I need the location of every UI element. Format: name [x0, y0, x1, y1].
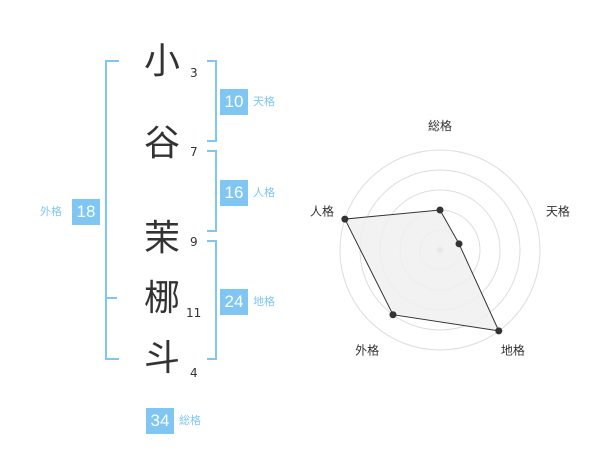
chikaku-value-badge: 24: [220, 289, 248, 315]
stroke-count-5: 4: [190, 366, 198, 380]
name-char-3: 茉: [143, 218, 180, 259]
tenkaku-label: 天格: [253, 95, 275, 108]
radar-point-5: [341, 215, 349, 223]
gaikaku-value-badge: 18: [72, 199, 100, 225]
chikaku-bracket: [207, 240, 217, 360]
stroke-count-3: 9: [190, 235, 198, 249]
radar-grid-ring-5: [339, 149, 541, 351]
radar-axis-label-4: 外格: [355, 342, 379, 357]
radar-data-polygon: [344, 209, 500, 332]
name-char-1: 小: [143, 41, 180, 82]
radar-axis-label-2: 天格: [546, 204, 570, 219]
name-char-4: 梛: [143, 278, 180, 319]
gaikaku-bracket: [105, 60, 119, 360]
tenkaku-bracket: [207, 60, 217, 142]
radar-point-3: [495, 327, 503, 335]
radar-point-2: [455, 240, 463, 248]
stroke-count-2: 7: [190, 145, 198, 159]
radar-point-1: [436, 206, 444, 214]
radar-axis-label-1: 総格: [428, 118, 452, 133]
stroke-count-1: 3: [190, 66, 198, 80]
name-char-2: 谷: [143, 123, 180, 164]
radar-axis-label-3: 地格: [501, 342, 525, 357]
chikaku-label: 地格: [253, 295, 275, 308]
radar-axis-label-5: 人格: [310, 204, 334, 219]
tenkaku-value-badge: 10: [220, 89, 248, 115]
stroke-count-4: 11: [186, 306, 202, 320]
soukaku-label: 総格: [179, 414, 201, 427]
name-char-5: 斗: [143, 338, 180, 379]
gaikaku-bracket-tick: [105, 297, 117, 299]
gaikaku-label: 外格: [40, 205, 62, 218]
soukaku-value-badge: 34: [146, 408, 174, 434]
jinkaku-value-badge: 16: [220, 180, 248, 206]
radar-point-4: [389, 311, 397, 319]
jinkaku-bracket: [207, 150, 217, 232]
jinkaku-label: 人格: [253, 186, 275, 199]
